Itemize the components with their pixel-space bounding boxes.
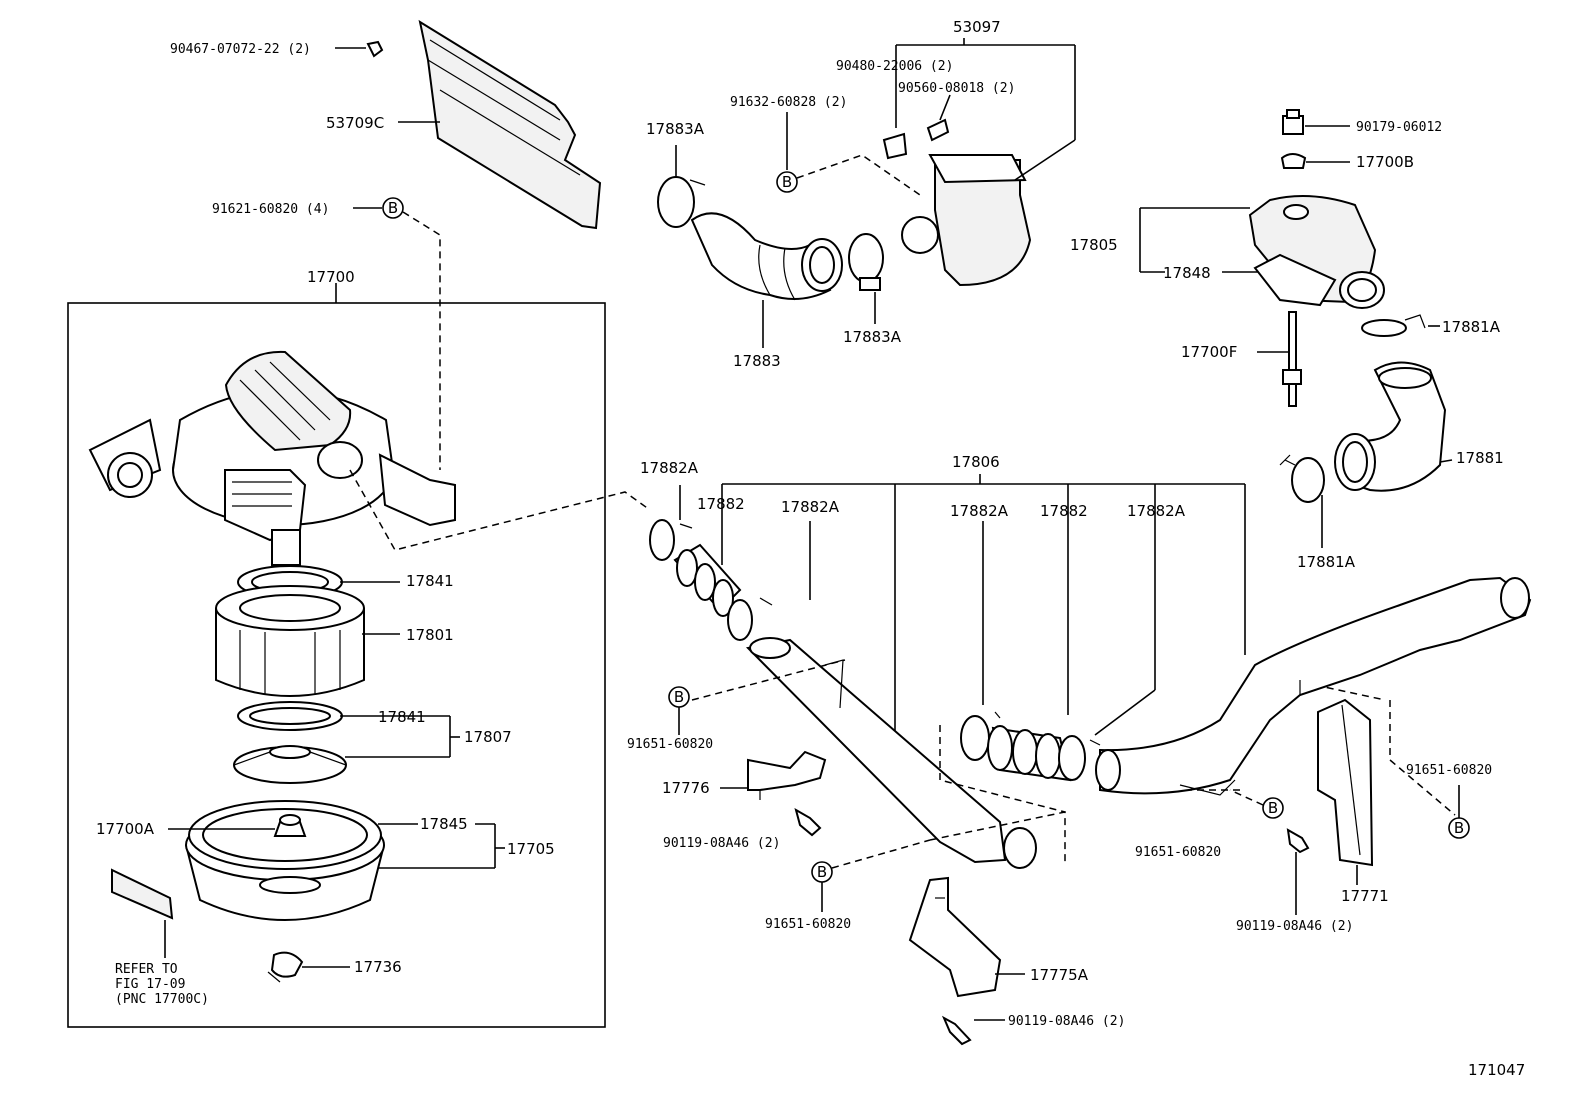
label-17806: 17806 — [952, 453, 1000, 471]
hose-17882-left — [673, 543, 742, 617]
label-91651-60820-a: 91651-60820 — [627, 737, 713, 752]
clamp-17882a-left-2 — [727, 597, 773, 641]
label-91651-60820-b: 91651-60820 — [765, 917, 851, 932]
clip-90467 — [366, 40, 384, 58]
b-marker-letter: B — [1268, 799, 1278, 817]
label-17807: 17807 — [464, 728, 512, 746]
label-90119-08a46-c: 90119-08A46 (2) — [1008, 1014, 1125, 1029]
label-17801: 17801 — [406, 626, 454, 644]
label-17882-1: 17882 — [697, 495, 745, 513]
label-17882a-3: 17882A — [950, 502, 1009, 520]
label-90179-06012: 90179-06012 — [1356, 120, 1442, 135]
b-marker-letter: B — [388, 199, 398, 217]
label-17700: 17700 — [307, 268, 355, 286]
label-17881: 17881 — [1456, 449, 1504, 467]
label-17700f: 17700F — [1181, 343, 1237, 361]
bolt-90119-c — [941, 1015, 972, 1046]
clamp-17881a-top — [1361, 314, 1426, 337]
label-90119-08a46-a: 90119-08A46 (2) — [663, 836, 780, 851]
label-17841-bottom: 17841 — [378, 708, 426, 726]
b-marker — [1262, 797, 1284, 819]
stud-17700f — [1282, 311, 1302, 407]
b-marker — [776, 171, 798, 193]
label-91651-60820-c: 91651-60820 — [1135, 845, 1221, 860]
label-17881a-top: 17881A — [1442, 318, 1501, 336]
inlet-53097 — [901, 154, 1032, 287]
refer-note-line-3: (PNC 17700C) — [115, 992, 209, 1007]
label-17705: 17705 — [507, 840, 555, 858]
label-17883a-top: 17883A — [646, 120, 705, 138]
filter-element-17801 — [215, 585, 365, 697]
bracket-17775a — [908, 876, 1002, 998]
label-17841-top: 17841 — [406, 572, 454, 590]
plug-90179 — [1282, 109, 1304, 135]
bracket-17771 — [1317, 698, 1374, 867]
duct-pipe-left — [745, 637, 1037, 869]
label-17845: 17845 — [420, 815, 468, 833]
label-17882a-1: 17882A — [640, 459, 699, 477]
label-17883a-bottom: 17883A — [843, 328, 902, 346]
hose-17883 — [690, 212, 843, 301]
label-17700b: 17700B — [1356, 153, 1414, 171]
b-marker-letter: B — [782, 173, 792, 191]
clamp-17882a-right-2 — [1058, 735, 1101, 781]
refer-tag — [111, 868, 174, 920]
label-17700a: 17700A — [96, 820, 155, 838]
label-91632-60828: 91632-60828 (2) — [730, 95, 847, 110]
bracket-17776 — [747, 750, 827, 800]
label-90560-08018: 90560-08018 (2) — [898, 81, 1015, 96]
label-17882a-4: 17882A — [1127, 502, 1186, 520]
cover-53709c — [418, 19, 602, 230]
label-17882a-2: 17882A — [781, 498, 840, 516]
duct-pipe-right — [1095, 576, 1532, 796]
clamp-17881a-bottom — [1279, 454, 1325, 503]
label-17882-2: 17882 — [1040, 502, 1088, 520]
gasket-17848 — [1253, 253, 1337, 307]
label-17771: 17771 — [1341, 887, 1389, 905]
pin-90560 — [926, 118, 950, 142]
b-marker-letter: B — [674, 688, 684, 706]
grommet-90480 — [882, 132, 908, 160]
refer-note-line-1: REFER TO — [115, 962, 178, 977]
clip-17736 — [267, 951, 304, 983]
label-90467-07072-22: 90467-07072-22 (2) — [170, 42, 311, 57]
gasket-17841-bottom — [237, 701, 343, 731]
hose-17881 — [1334, 361, 1447, 492]
label-17848: 17848 — [1163, 264, 1211, 282]
label-17881a-bottom: 17881A — [1297, 553, 1356, 571]
clamp-17882a-left-1 — [649, 519, 693, 561]
label-90480-22006: 90480-22006 (2) — [836, 59, 953, 74]
refer-note-line-2: FIG 17-09 — [115, 977, 185, 992]
label-17776: 17776 — [662, 779, 710, 797]
seal-plate-17807 — [233, 745, 347, 784]
air-cleaner-case-17705 — [185, 800, 385, 921]
b-marker-letter: B — [1454, 819, 1464, 837]
bolt-90119-b — [1286, 828, 1310, 854]
label-17775a: 17775A — [1030, 966, 1089, 984]
air-cleaner-housing — [88, 350, 456, 566]
clamp-17883a-bottom — [848, 233, 884, 291]
label-17805: 17805 — [1070, 236, 1118, 254]
label-90119-08a46-b: 90119-08A46 (2) — [1236, 919, 1353, 934]
label-91651-60820-d: 91651-60820 — [1406, 763, 1492, 778]
label-53709c: 53709C — [326, 114, 384, 132]
cap-17700b — [1280, 153, 1307, 169]
label-17736: 17736 — [354, 958, 402, 976]
b-marker — [382, 197, 404, 219]
hose-17882-right — [987, 725, 1072, 782]
label-17883: 17883 — [733, 352, 781, 370]
b-marker-letter: B — [817, 863, 827, 881]
figure-number: 171047 — [1468, 1061, 1525, 1079]
label-91621-60820: 91621-60820 (4) — [212, 202, 329, 217]
bolt-90119-a — [794, 807, 822, 837]
label-53097: 53097 — [953, 18, 1001, 36]
